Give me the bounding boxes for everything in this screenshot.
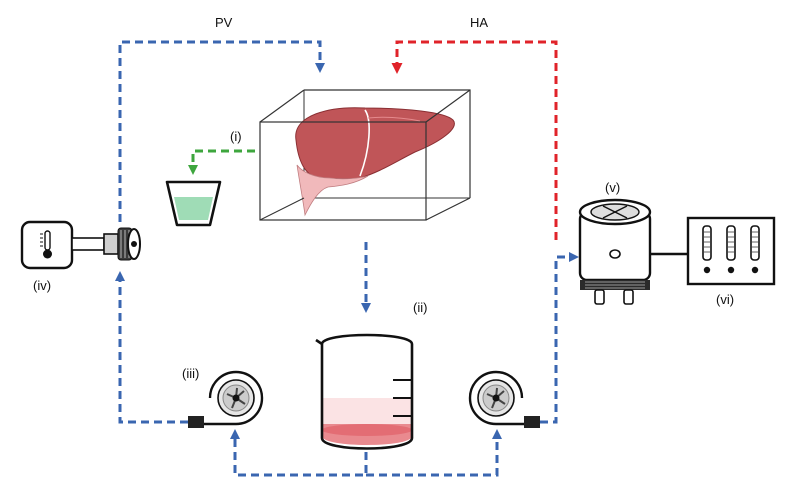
reservoir-outflow-line bbox=[230, 429, 368, 477]
pv-flow-line bbox=[118, 40, 325, 222]
label-iv: (iv) bbox=[33, 278, 51, 293]
reservoir-beaker bbox=[315, 333, 414, 450]
gauge-panel-icon bbox=[702, 225, 760, 274]
label-v: (v) bbox=[605, 180, 620, 195]
reservoir-outflow-line-right bbox=[366, 429, 502, 477]
heat-exchanger-connector bbox=[117, 227, 141, 261]
pump-to-oxygenator-line bbox=[540, 252, 579, 424]
peristaltic-pump-left bbox=[188, 370, 264, 428]
bile-drain-line bbox=[188, 149, 255, 175]
label-iii: (iii) bbox=[182, 366, 199, 381]
ha-flow-line bbox=[391, 40, 558, 240]
thermometer-icon bbox=[40, 230, 52, 259]
pump-to-heater-line bbox=[115, 271, 188, 424]
oxygenator-icon bbox=[590, 203, 640, 221]
peristaltic-pump-right bbox=[468, 370, 540, 428]
monitor-panel bbox=[686, 216, 776, 286]
label-vi: (vi) bbox=[716, 292, 734, 307]
liver bbox=[295, 107, 455, 217]
label-ha: HA bbox=[470, 15, 488, 30]
label-pv: PV bbox=[215, 15, 233, 30]
oxygenator bbox=[578, 198, 652, 305]
bile-collection-cup bbox=[165, 180, 222, 227]
label-i: (i) bbox=[230, 129, 242, 144]
organ-chamber bbox=[259, 89, 471, 221]
heater-unit bbox=[20, 220, 141, 270]
label-ii: (ii) bbox=[413, 300, 427, 315]
